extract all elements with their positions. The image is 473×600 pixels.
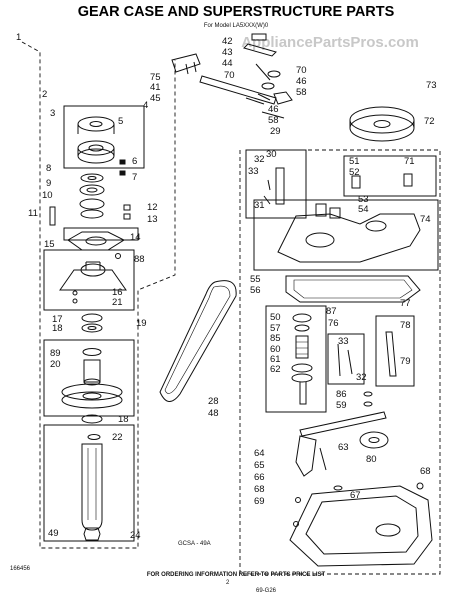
callout-58-lower: 58: [268, 115, 279, 126]
callout-15: 15: [44, 239, 55, 250]
callout-70-upper: 70: [296, 65, 307, 76]
callout-32-upper: 32: [254, 154, 265, 165]
callout-69: 69: [254, 496, 265, 507]
callout-3: 3: [50, 108, 55, 119]
callout-21: 21: [112, 297, 123, 308]
callout-54: 54: [358, 204, 369, 215]
callout-28: 28: [208, 396, 219, 407]
callout-56: 56: [250, 285, 261, 296]
figure-code: GCSA - 49A: [178, 541, 211, 547]
callout-7: 7: [132, 172, 137, 183]
callout-75: 75: [150, 72, 161, 83]
callout-45: 45: [150, 93, 161, 104]
callout-29: 29: [270, 126, 281, 137]
callout-numbers: 1 2 3 4 5 6 7 8 9 10 11 12 13 14 15 16 1…: [16, 32, 437, 541]
callout-78: 78: [400, 320, 411, 331]
callout-33-lower: 33: [338, 336, 349, 347]
callout-64: 64: [254, 448, 265, 459]
callout-77: 77: [400, 298, 411, 309]
callout-13: 13: [147, 214, 158, 225]
callout-4: 4: [143, 100, 148, 111]
callout-43: 43: [222, 47, 233, 58]
right-assembly: [239, 149, 441, 575]
callout-55: 55: [250, 274, 261, 285]
callout-52: 52: [349, 167, 360, 178]
drive-pulley-73: [349, 106, 415, 142]
callout-9: 9: [46, 178, 51, 189]
callout-53: 53: [358, 194, 369, 205]
callout-79: 79: [400, 356, 411, 367]
callout-49: 49: [48, 528, 59, 539]
callout-16: 16: [112, 287, 123, 298]
callout-6: 6: [132, 156, 137, 167]
callout-89: 89: [50, 348, 61, 359]
callout-11: 11: [28, 208, 38, 219]
callout-67: 67: [350, 490, 361, 501]
watermark: AppliancePartsPros.com: [241, 34, 419, 51]
callout-50: 50: [270, 312, 281, 323]
callout-10: 10: [42, 190, 53, 201]
callout-18-lower: 18: [118, 414, 129, 425]
callout-31: 31: [254, 200, 265, 211]
callout-74: 74: [420, 214, 431, 225]
box-3: [63, 105, 145, 169]
top-bracket-group: [171, 33, 293, 119]
callout-22: 22: [112, 432, 123, 443]
callout-68-upper: 68: [420, 466, 431, 477]
callout-68-lower: 68: [254, 484, 265, 495]
callout-51: 51: [349, 156, 360, 167]
callout-61: 61: [270, 354, 281, 365]
callout-41: 41: [150, 82, 161, 93]
callout-86: 86: [336, 389, 347, 400]
doc-number: 166456: [10, 566, 31, 572]
callout-85: 85: [270, 333, 281, 344]
footer-note: FOR ORDERING INFORMATION REFER TO PARTS …: [147, 572, 326, 578]
callout-66: 66: [254, 472, 265, 483]
callout-59: 59: [336, 400, 347, 411]
callout-46-upper: 46: [296, 76, 307, 87]
callout-46-lower: 46: [268, 104, 279, 115]
callout-60: 60: [270, 344, 281, 355]
diagram-title: GEAR CASE AND SUPERSTRUCTURE PARTS: [78, 4, 395, 20]
callout-71: 71: [404, 156, 415, 167]
callout-32-lower: 32: [356, 372, 367, 383]
callout-80: 80: [366, 454, 377, 465]
callout-33-upper: 33: [248, 166, 259, 177]
callout-65: 65: [254, 460, 265, 471]
callout-88: 88: [134, 254, 145, 265]
callout-30: 30: [266, 149, 277, 160]
page-mark: 2: [226, 580, 230, 586]
callout-48: 48: [208, 408, 219, 419]
callout-20: 20: [50, 359, 61, 370]
callout-18-upper: 18: [52, 323, 63, 334]
callout-72: 72: [424, 116, 435, 127]
callout-12: 12: [147, 202, 158, 213]
callout-1: 1: [16, 32, 21, 43]
callout-76: 76: [328, 318, 339, 329]
left-enclosure: [21, 41, 176, 549]
callout-24: 24: [130, 530, 141, 541]
callout-87: 87: [326, 306, 337, 317]
diagram-subtitle: For Model LA5XXX(W)0: [204, 23, 269, 29]
callout-17: 17: [52, 314, 63, 325]
callout-44: 44: [222, 58, 233, 69]
drive-belt-28: [159, 280, 237, 402]
callout-58-upper: 58: [296, 87, 307, 98]
callout-63: 63: [338, 442, 349, 453]
callout-62: 62: [270, 364, 281, 375]
page-note: 69-G26: [256, 588, 277, 594]
callout-57: 57: [270, 323, 281, 334]
callout-5: 5: [118, 116, 123, 127]
callout-8: 8: [46, 163, 51, 174]
callout-70-lower: 70: [224, 70, 235, 81]
callout-19: 19: [136, 318, 147, 329]
callout-14: 14: [130, 232, 141, 243]
pulley-5: [77, 116, 115, 132]
callout-2: 2: [42, 89, 47, 100]
left-assembly: [21, 41, 176, 549]
callout-42: 42: [222, 36, 233, 47]
callout-73: 73: [426, 80, 437, 91]
